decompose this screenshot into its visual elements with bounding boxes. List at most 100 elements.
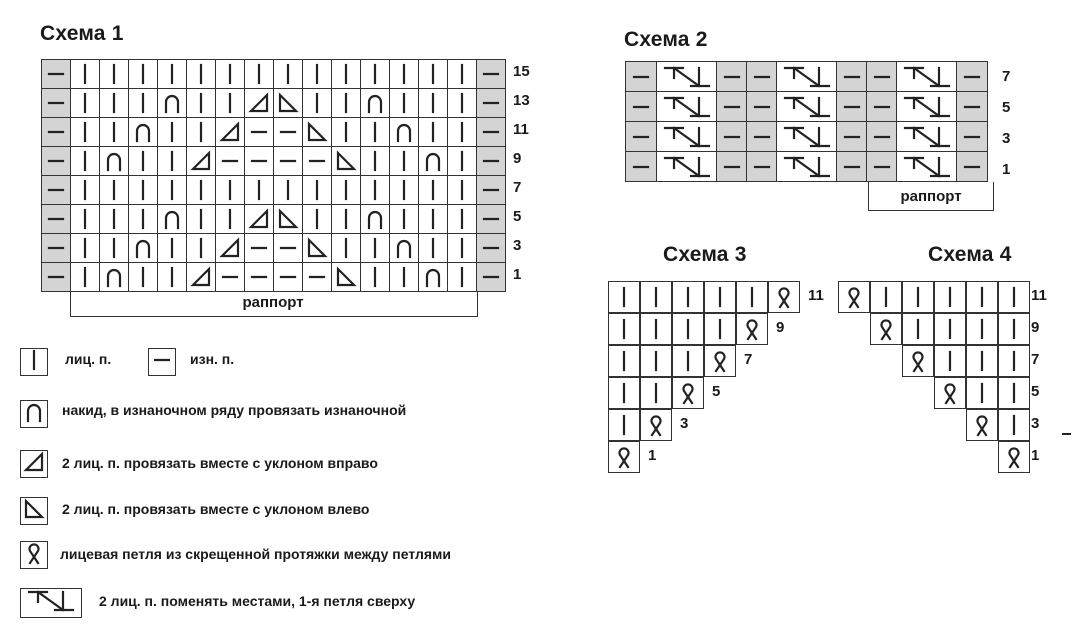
- purl-stitch-icon: [481, 150, 501, 172]
- chart-cell: [332, 89, 361, 118]
- purl-stitch-icon: [962, 66, 982, 88]
- chart-cell: [361, 176, 390, 205]
- twisted-knit-icon: [908, 349, 928, 373]
- knit-stitch-icon: [75, 92, 95, 114]
- knit-stitch-icon: [423, 237, 443, 259]
- chart-cell: [100, 263, 129, 292]
- knit-stitch-icon: [104, 121, 124, 143]
- chart-cell: [42, 118, 71, 147]
- chart-cell: [303, 147, 332, 176]
- row-number: 7: [744, 351, 753, 368]
- purl-stitch-icon: [481, 121, 501, 143]
- row-number: 11: [1031, 287, 1047, 304]
- chart-cell: [187, 234, 216, 263]
- purl-stitch-icon: [307, 150, 327, 172]
- cross-stitch-icon: [901, 95, 953, 119]
- chart-cell: [216, 60, 245, 89]
- chart-cell: [640, 345, 672, 377]
- legend-cross-icon: [20, 588, 82, 618]
- purl-stitch-icon: [962, 156, 982, 178]
- legend-decrease-left-icon: [20, 497, 48, 525]
- chart-cell: [998, 409, 1030, 441]
- chart-cell: [42, 205, 71, 234]
- knit-stitch-icon: [104, 92, 124, 114]
- chart-cell: [100, 89, 129, 118]
- knit-stitch-icon: [452, 150, 472, 172]
- decrease-left-icon: [277, 92, 299, 114]
- knit-stitch-icon: [307, 63, 327, 85]
- chart-cell: [998, 345, 1030, 377]
- purl-stitch-icon: [872, 126, 892, 148]
- chart-cell: [71, 118, 100, 147]
- chart-cell: [608, 281, 640, 313]
- chart-cell: [216, 234, 245, 263]
- scheme1-grid: [41, 59, 506, 292]
- knit-stitch-icon: [742, 286, 762, 308]
- knit-stitch-icon: [104, 63, 124, 85]
- knit-stitch-icon: [191, 237, 211, 259]
- chart-cell: [245, 263, 274, 292]
- purl-stitch-icon: [842, 156, 862, 178]
- chart-cell: [71, 89, 100, 118]
- purl-stitch-icon: [481, 237, 501, 259]
- chart-cell: [640, 281, 672, 313]
- chart-cell: [303, 89, 332, 118]
- chart-cell: [966, 377, 998, 409]
- purl-stitch-icon: [46, 63, 66, 85]
- row-number: 7: [513, 179, 522, 196]
- knit-stitch-icon: [678, 286, 698, 308]
- scheme2-grid: [625, 61, 988, 182]
- chart-cell: [419, 263, 448, 292]
- knit-stitch-icon: [133, 179, 153, 201]
- chart-cell: [216, 118, 245, 147]
- chart-cell: [768, 281, 800, 313]
- chart-cell: [837, 92, 867, 122]
- decrease-right-icon: [219, 121, 241, 143]
- chart-cell: [274, 147, 303, 176]
- purl-stitch-icon: [872, 66, 892, 88]
- chart-cell: [419, 205, 448, 234]
- chart-cell: [717, 122, 747, 152]
- chart-cell: [100, 60, 129, 89]
- legend-twisted-knit-icon: [20, 541, 48, 569]
- knit-stitch-icon: [365, 179, 385, 201]
- chart-cell: [934, 377, 966, 409]
- cross-stitch-icon: [781, 155, 833, 179]
- chart-cell: [998, 313, 1030, 345]
- legend-cross-label: 2 лиц. п. поменять местами, 1-я петля св…: [99, 593, 416, 609]
- chart-cell: [626, 122, 657, 152]
- chart-cell: [608, 409, 640, 441]
- knit-stitch-icon: [646, 318, 666, 340]
- chart-cell: [477, 205, 506, 234]
- purl-stitch-icon: [249, 150, 269, 172]
- yarn-over-icon: [104, 150, 124, 172]
- chart-cell: [332, 205, 361, 234]
- chart-cell: [477, 60, 506, 89]
- chart-cell: [274, 176, 303, 205]
- chart-cell: [998, 441, 1030, 473]
- chart-cell: [274, 234, 303, 263]
- chart-cell: [626, 62, 657, 92]
- chart-cell: [71, 205, 100, 234]
- chart-cell: [448, 118, 477, 147]
- chart-cell: [216, 263, 245, 292]
- chart-cell: [303, 234, 332, 263]
- chart-cell: [332, 263, 361, 292]
- chart-cell: [717, 92, 747, 122]
- chart-cell: [390, 89, 419, 118]
- chart-cell: [717, 62, 747, 92]
- chart-cell: [657, 92, 717, 122]
- chart-cell: [390, 176, 419, 205]
- chart-cell: [332, 118, 361, 147]
- chart-cell: [361, 89, 390, 118]
- chart-cell: [672, 345, 704, 377]
- purl-stitch-icon: [752, 66, 772, 88]
- knit-stitch-icon: [191, 208, 211, 230]
- purl-stitch-icon: [722, 96, 742, 118]
- purl-stitch-icon: [872, 156, 892, 178]
- knit-stitch-icon: [940, 286, 960, 308]
- purl-stitch-icon: [752, 96, 772, 118]
- chart-cell: [838, 281, 870, 313]
- chart-cell: [870, 281, 902, 313]
- chart-cell: [966, 313, 998, 345]
